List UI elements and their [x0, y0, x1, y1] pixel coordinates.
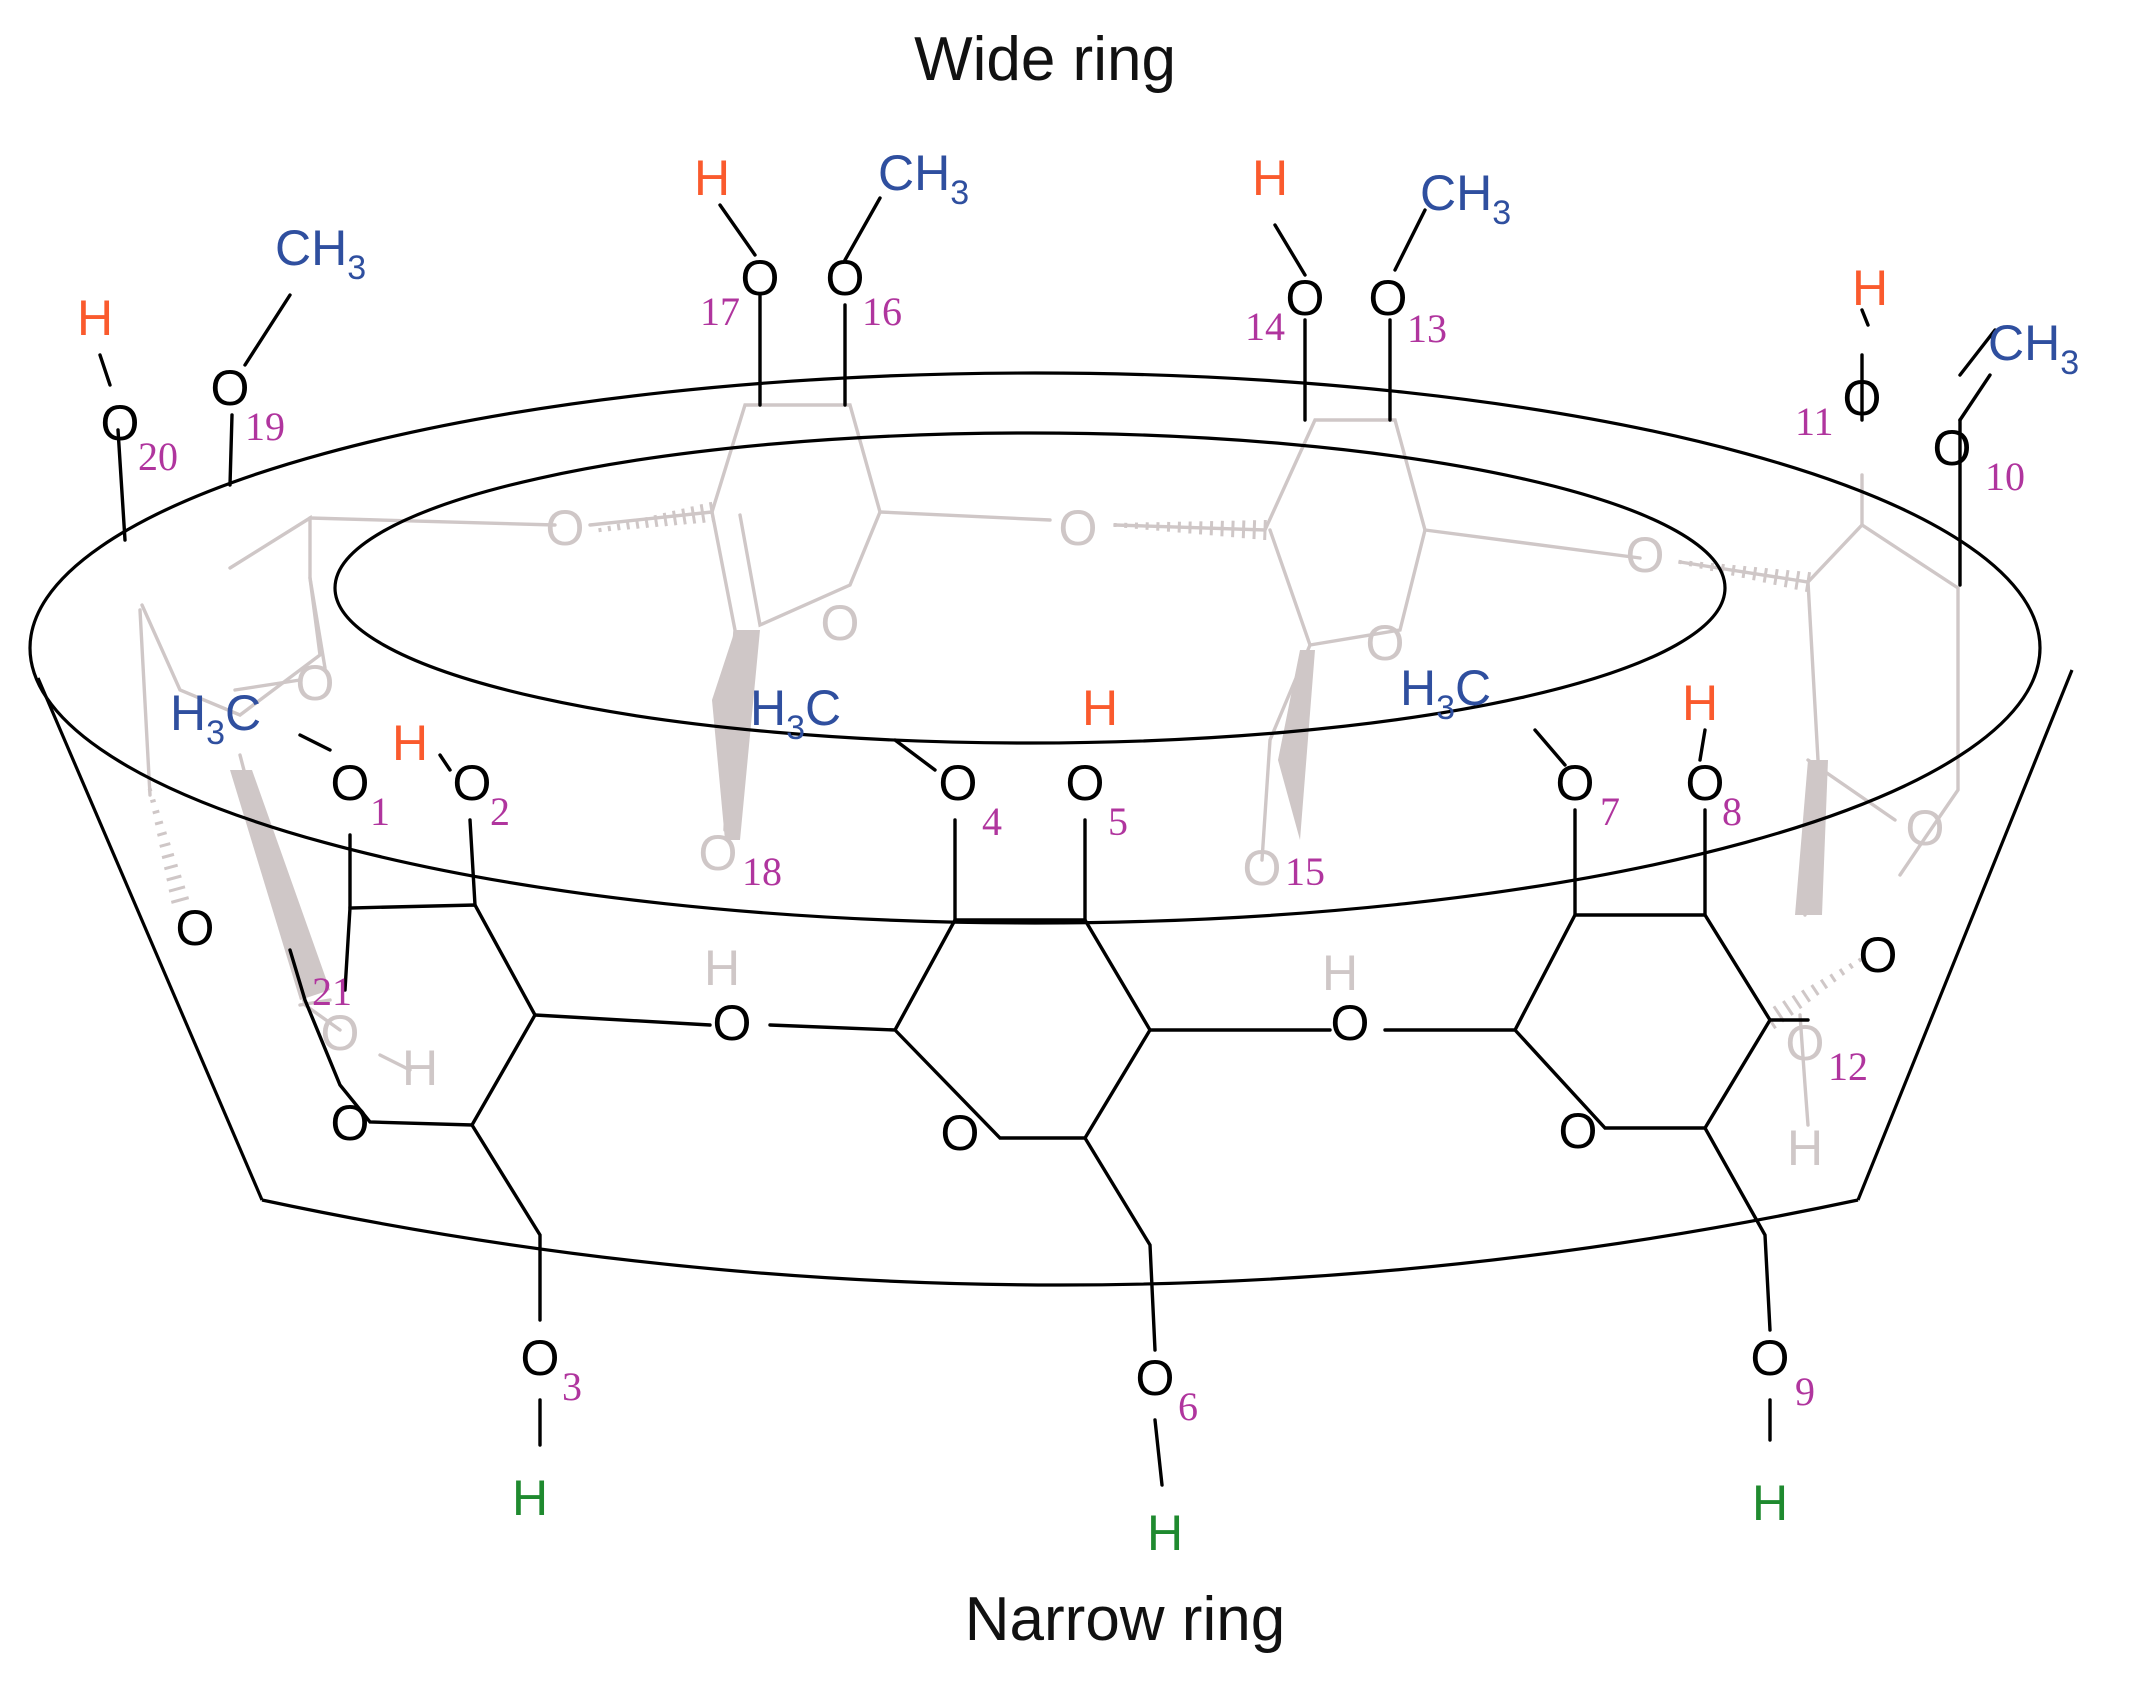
site-number-17: 17 — [700, 289, 740, 334]
site-number-18: 18 — [742, 849, 782, 894]
site-number-6: 6 — [1178, 1384, 1198, 1429]
site-number-15: 15 — [1285, 849, 1325, 894]
site-number-11: 11 — [1795, 399, 1834, 444]
oxygen-atom: O — [211, 360, 250, 416]
site-number-21: 21 — [312, 969, 352, 1014]
site-number-7: 7 — [1600, 789, 1620, 834]
hydrogen-atom: H — [1787, 1120, 1823, 1176]
hydrogen-atom: H — [392, 715, 428, 771]
oxygen-atom: O — [941, 1105, 980, 1161]
narrow-ring-title: Narrow ring — [965, 1585, 1285, 1654]
oxygen-atom: O — [453, 755, 492, 811]
hydrogen-atom: H — [1082, 680, 1118, 736]
site-number-14: 14 — [1245, 304, 1285, 349]
site-number-1: 1 — [370, 789, 390, 834]
oxygen-atom: O — [939, 755, 978, 811]
site-number-20: 20 — [138, 434, 178, 479]
oxygen-atom: O — [1366, 615, 1405, 671]
oxygen-atom: O — [546, 500, 585, 556]
site-number-16: 16 — [862, 289, 902, 334]
oxygen-atom: O — [1331, 995, 1370, 1051]
oxygen-atom: O — [741, 250, 780, 306]
oxygen-atom: O — [1136, 1350, 1175, 1406]
oxygen-atom: O — [1556, 755, 1595, 811]
oxygen-atom: O — [1243, 840, 1282, 896]
oxygen-atom: O — [521, 1330, 560, 1386]
methyl-group: H3C — [170, 685, 261, 752]
site-number-3: 3 — [562, 1364, 582, 1409]
oxygen-atom: O — [699, 825, 738, 881]
wide-ring-title: Wide ring — [914, 25, 1176, 94]
oxygen-atom: O — [1906, 800, 1945, 856]
oxygen-atom: O — [1751, 1330, 1790, 1386]
oxygen-atom: O — [101, 395, 140, 451]
site-number-9: 9 — [1795, 1369, 1815, 1414]
site-number-8: 8 — [1722, 789, 1742, 834]
hydrogen-atom: H — [77, 290, 113, 346]
hydrogen-atom: H — [704, 940, 740, 996]
hydrogen-atom: H — [1147, 1505, 1183, 1561]
atom-labels: HO20CH3O19HO17CH3O16HO14CH3O13HO11CH3O10… — [77, 145, 2079, 1561]
oxygen-atom: O — [1059, 500, 1098, 556]
methyl-group: CH3 — [878, 145, 969, 212]
oxygen-atom: O — [826, 250, 865, 306]
methyl-group: CH3 — [1420, 165, 1511, 232]
hydrogen-atom: H — [1682, 675, 1718, 731]
oxygen-atom: O — [176, 900, 215, 956]
oxygen-atom: O — [1066, 755, 1105, 811]
site-number-19: 19 — [245, 404, 285, 449]
oxygen-atom: O — [1369, 270, 1408, 326]
oxygen-atom: O — [1286, 270, 1325, 326]
oxygen-atom: O — [1843, 370, 1882, 426]
oxygen-atom: O — [296, 655, 335, 711]
oxygen-atom: O — [1786, 1015, 1825, 1071]
hydrogen-atom: H — [694, 150, 730, 206]
hydrogen-atom: H — [402, 1040, 438, 1096]
oxygen-atom: O — [821, 595, 860, 651]
oxygen-atom: O — [1626, 527, 1665, 583]
site-number-5: 5 — [1108, 799, 1128, 844]
hydrogen-atom: H — [1752, 1475, 1788, 1531]
site-number-10: 10 — [1985, 454, 2025, 499]
oxygen-atom: O — [331, 755, 370, 811]
site-number-12: 12 — [1828, 1044, 1868, 1089]
site-number-4: 4 — [982, 799, 1002, 844]
oxygen-atom: O — [713, 995, 752, 1051]
oxygen-atom: O — [331, 1095, 370, 1151]
oxygen-atom: O — [1559, 1103, 1598, 1159]
hydrogen-atom: H — [1852, 260, 1888, 316]
front-glucose-units — [100, 198, 1995, 1485]
methyl-group: CH3 — [1988, 315, 2079, 382]
oxygen-atom: O — [1933, 420, 1972, 476]
site-number-13: 13 — [1407, 306, 1447, 351]
oxygen-atom: O — [1859, 927, 1898, 983]
oxygen-atom: O — [1686, 755, 1725, 811]
site-number-2: 2 — [490, 789, 510, 834]
hydrogen-atom: H — [1322, 945, 1358, 1001]
hydrogen-atom: H — [1252, 150, 1288, 206]
methyl-group: CH3 — [275, 220, 366, 287]
hydrogen-atom: H — [512, 1470, 548, 1526]
